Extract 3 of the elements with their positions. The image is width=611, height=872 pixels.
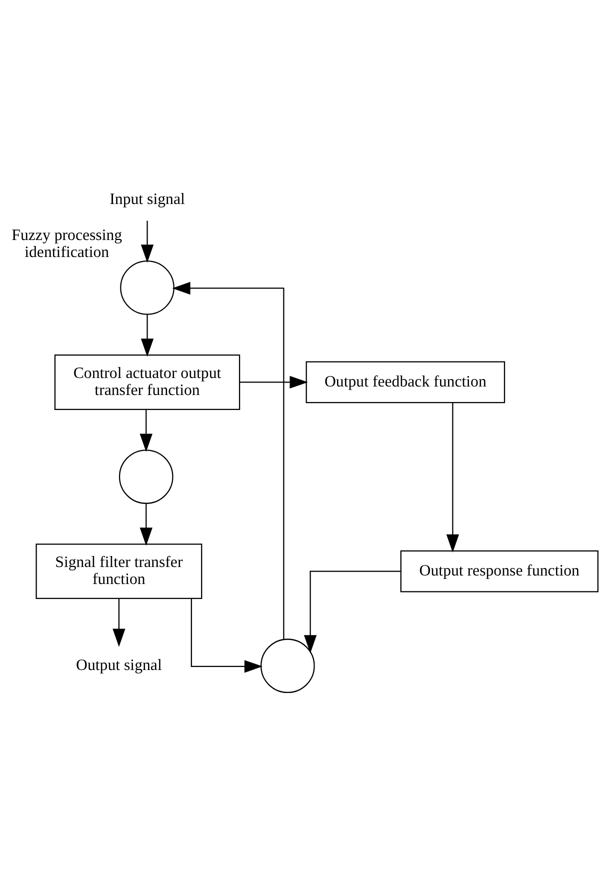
node-label: Fuzzy processing identification [12, 226, 122, 261]
node-text: Output signal [76, 657, 162, 674]
node-text: Input signal [110, 191, 185, 208]
